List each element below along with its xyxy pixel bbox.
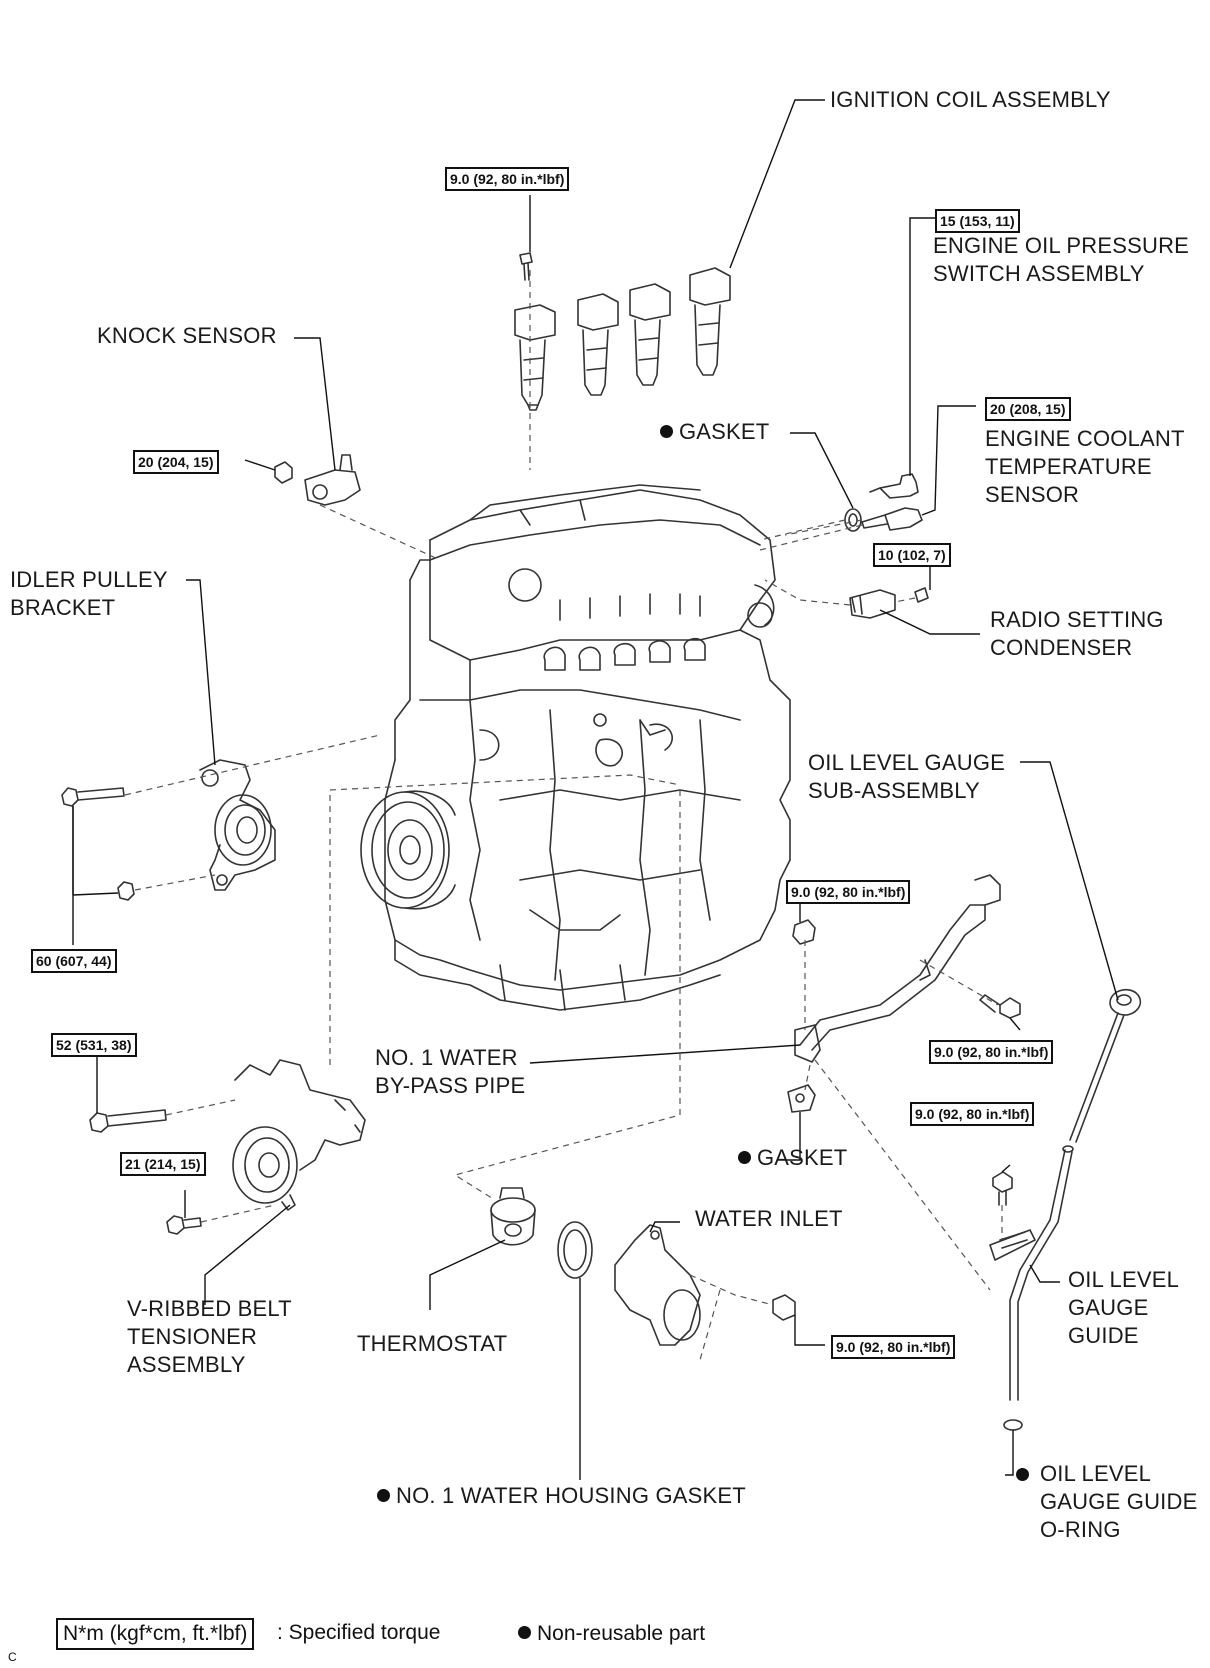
gasket-top-text: GASKET (679, 419, 770, 444)
v-ribbed-belt-tensioner (89, 1059, 366, 1235)
bypass-gasket (787, 1084, 816, 1113)
label-water-bypass-pipe: NO. 1 WATER BY-PASS PIPE (375, 1045, 526, 1098)
thermostat (490, 1187, 536, 1246)
legend-torque-desc: : Specified torque (277, 1621, 441, 1644)
torque-coolant-temp-sensor: 20 (208, 15) (985, 397, 1071, 421)
water-inlet (614, 1224, 796, 1346)
legend-torque-box: N*m (kgf*cm, ft.*lbf) (56, 1618, 255, 1650)
label-water-housing-gasket: NO. 1 WATER HOUSING GASKET (377, 1482, 746, 1510)
water-housing-gasket (557, 1221, 593, 1279)
alignment-lines (124, 270, 1003, 1361)
water-housing-gasket-text: NO. 1 WATER HOUSING GASKET (396, 1483, 746, 1508)
coolant-temp-sensor (861, 507, 923, 531)
torque-oil-pressure-switch: 15 (153, 11) (935, 209, 1020, 233)
torque-water-inlet-nut: 9.0 (92, 80 in.*lbf) (831, 1335, 956, 1359)
oil-level-gauge (989, 988, 1142, 1431)
label-knock-sensor: KNOCK SENSOR (97, 323, 277, 348)
label-oil-level-gauge-guide: OIL LEVEL GAUGE GUIDE (1068, 1267, 1180, 1348)
idler-pulley-bracket (61, 759, 276, 901)
non-reusable-dot-icon (518, 1626, 531, 1639)
torque-tensioner-bolt-long: 52 (531, 38) (51, 1033, 137, 1057)
non-reusable-dot-icon (660, 425, 673, 438)
torque-tensioner-bolt-short: 21 (214, 15) (120, 1152, 206, 1176)
engine-block (360, 484, 791, 1011)
legend-non-reusable: Non-reusable part (518, 1620, 705, 1648)
label-ignition-coil: IGNITION COIL ASSEMBLY (830, 87, 1111, 112)
ignition-coils (514, 252, 731, 411)
label-thermostat: THERMOSTAT (357, 1331, 508, 1356)
label-radio-condenser: RADIO SETTING CONDENSER (990, 607, 1164, 660)
legend-non-reusable-text: Non-reusable part (537, 1622, 706, 1645)
non-reusable-dot-icon (377, 1489, 390, 1502)
label-oil-gauge-guide-oring: OIL LEVEL GAUGE GUIDE O-RING (1016, 1460, 1197, 1544)
torque-ignition-coil-bolt: 9.0 (92, 80 in.*lbf) (445, 167, 570, 191)
label-oil-level-gauge: OIL LEVEL GAUGE SUB-ASSEMBLY (808, 750, 1006, 803)
torque-idler-bracket: 60 (607, 44) (31, 949, 117, 973)
oil-pressure-switch (869, 473, 919, 499)
label-coolant-temp-sensor: ENGINE COOLANT TEMPERATURE SENSOR (985, 426, 1185, 507)
torque-condenser-bolt: 10 (102, 7) (873, 543, 951, 567)
radio-condenser (849, 587, 929, 619)
label-gasket-mid: GASKET (738, 1144, 847, 1172)
label-gasket-top: GASKET (660, 418, 769, 446)
label-oil-pressure-switch: ENGINE OIL PRESSURE SWITCH ASSEMBLY (933, 233, 1190, 286)
label-water-inlet: WATER INLET (695, 1206, 843, 1231)
corner-mark: C (8, 1650, 17, 1664)
label-v-ribbed-belt-tensioner: V-RIBBED BELT TENSIONER ASSEMBLY (127, 1296, 292, 1377)
label-idler-pulley-bracket: IDLER PULLEY BRACKET (10, 567, 168, 620)
knock-sensor (274, 454, 361, 506)
oil-gauge-guide-oring-text: OIL LEVEL GAUGE GUIDE O-RING (1040, 1461, 1198, 1542)
torque-bypass-pipe-bolt: 9.0 (92, 80 in.*lbf) (929, 1040, 1054, 1064)
gasket-mid-text: GASKET (757, 1145, 848, 1170)
non-reusable-dot-icon (1016, 1468, 1029, 1481)
torque-gauge-guide-bolt: 9.0 (92, 80 in.*lbf) (910, 1102, 1035, 1126)
water-bypass-pipe (792, 874, 1021, 1063)
torque-knock-sensor-nut: 20 (204, 15) (133, 450, 219, 474)
non-reusable-dot-icon (738, 1151, 751, 1164)
gasket-ring (844, 508, 862, 532)
torque-bypass-pipe-nut: 9.0 (92, 80 in.*lbf) (786, 880, 911, 904)
